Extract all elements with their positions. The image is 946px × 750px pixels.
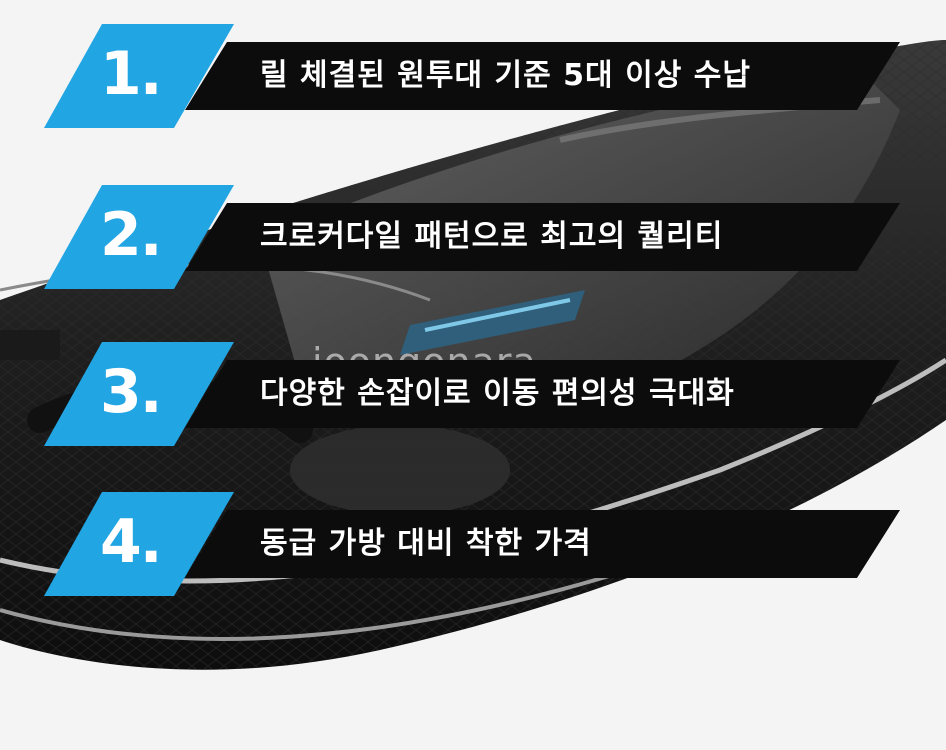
feature-band <box>185 42 900 110</box>
feature-label: 릴 체결된 원투대 기준 5대 이상 수납 <box>260 58 751 93</box>
feature-band <box>185 203 900 271</box>
feature-row-1: 1. 릴 체결된 원투대 기준 5대 이상 수납 <box>0 24 946 134</box>
feature-number: 4. <box>100 507 163 577</box>
feature-number: 1. <box>100 39 163 109</box>
feature-number: 3. <box>100 357 163 427</box>
feature-label: 크로커다일 패턴으로 최고의 퀄리티 <box>260 219 724 254</box>
feature-label: 다양한 손잡이로 이동 편의성 극대화 <box>260 376 735 411</box>
feature-number: 2. <box>100 200 163 270</box>
feature-row-3: 3. 다양한 손잡이로 이동 편의성 극대화 <box>0 342 946 452</box>
feature-band <box>185 360 900 428</box>
feature-row-4: 4. 동급 가방 대비 착한 가격 <box>0 492 946 602</box>
feature-band <box>185 510 900 578</box>
feature-label: 동급 가방 대비 착한 가격 <box>260 526 592 561</box>
feature-row-2: 2. 크로커다일 패턴으로 최고의 퀄리티 <box>0 185 946 295</box>
